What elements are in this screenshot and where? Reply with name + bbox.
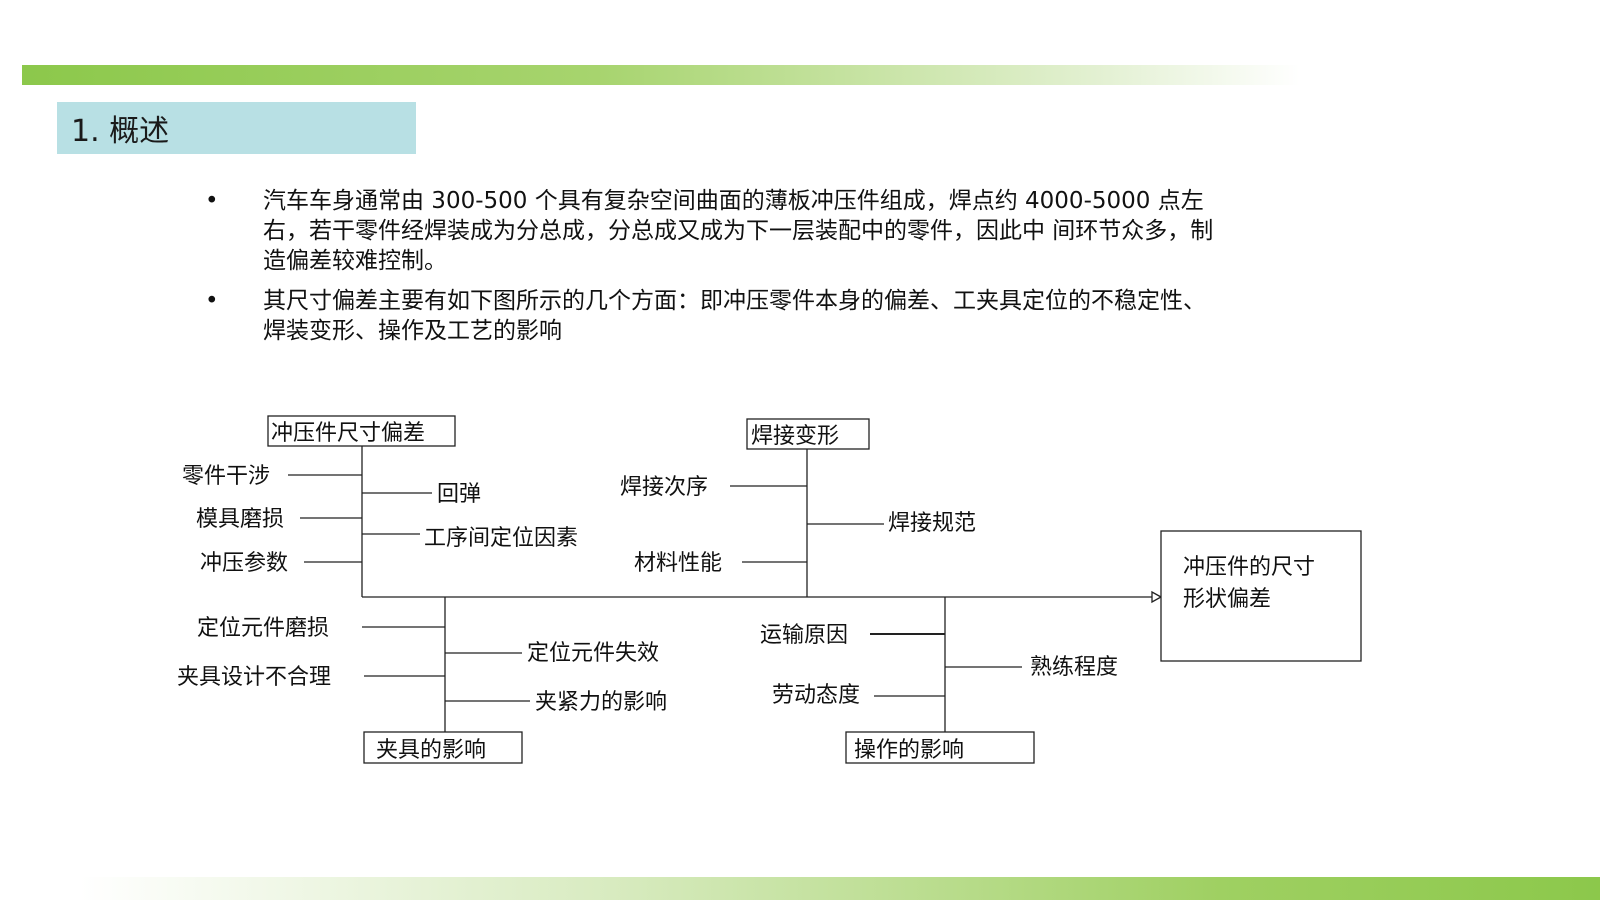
operation-title: 操作的影响 bbox=[854, 738, 964, 763]
slide-title: 1. 概述 bbox=[57, 102, 416, 154]
welding-cause-label: 焊接次序 bbox=[620, 475, 708, 500]
stamping-title: 冲压件尺寸偏差 bbox=[271, 421, 425, 446]
stamping-title-box bbox=[267, 415, 456, 447]
operation-cause-label: 运输原因 bbox=[760, 623, 848, 648]
stamping-cause-label: 模具磨损 bbox=[196, 507, 284, 532]
stamping-cause-label: 冲压参数 bbox=[200, 551, 288, 576]
top-accent-bar bbox=[22, 65, 1300, 85]
welding-cause-label: 材料性能 bbox=[634, 551, 722, 576]
fixture-title: 夹具的影响 bbox=[376, 738, 486, 763]
spine-arrowhead bbox=[1151, 590, 1163, 604]
welding-title-box bbox=[746, 418, 870, 450]
bullet-list: • 汽车车身通常由 300-500 个具有复杂空间曲面的薄板冲压件组成，焊点约 … bbox=[205, 186, 1225, 356]
fixture-cause-label: 夹紧力的影响 bbox=[535, 690, 667, 715]
bullet-text: 其尺寸偏差主要有如下图所示的几个方面：即冲压零件本身的偏差、工夹具定位的不稳定性… bbox=[263, 288, 1206, 344]
stamping-cause-label: 回弹 bbox=[437, 482, 481, 507]
bullet-marker: • bbox=[205, 288, 219, 314]
stamping-cause-label: 零件干涉 bbox=[182, 464, 270, 489]
operation-cause-label: 熟练程度 bbox=[1030, 655, 1118, 680]
fixture-cause-label: 定位元件磨损 bbox=[197, 616, 329, 641]
operation-title-box bbox=[845, 731, 1035, 764]
bottom-accent-bar bbox=[80, 877, 1600, 900]
bullet-item: • 汽车车身通常由 300-500 个具有复杂空间曲面的薄板冲压件组成，焊点约 … bbox=[205, 186, 1225, 276]
bullet-text: 汽车车身通常由 300-500 个具有复杂空间曲面的薄板冲压件组成，焊点约 40… bbox=[263, 188, 1214, 274]
fixture-cause-label: 夹具设计不合理 bbox=[177, 665, 331, 690]
result-label-line2: 形状偏差 bbox=[1183, 587, 1271, 612]
stamping-cause-label: 工序间定位因素 bbox=[424, 526, 578, 551]
welding-title: 焊接变形 bbox=[751, 424, 839, 449]
result-box bbox=[1160, 530, 1362, 662]
slide-title-text: 1. 概述 bbox=[71, 114, 170, 149]
fixture-title-box bbox=[363, 731, 523, 764]
bullet-marker: • bbox=[205, 188, 219, 214]
bullet-item: • 其尺寸偏差主要有如下图所示的几个方面：即冲压零件本身的偏差、工夹具定位的不稳… bbox=[205, 286, 1225, 346]
welding-cause-label: 焊接规范 bbox=[888, 511, 976, 536]
fixture-cause-label: 定位元件失效 bbox=[527, 641, 659, 666]
operation-cause-label: 劳动态度 bbox=[772, 683, 860, 708]
result-label-line1: 冲压件的尺寸 bbox=[1183, 555, 1315, 580]
